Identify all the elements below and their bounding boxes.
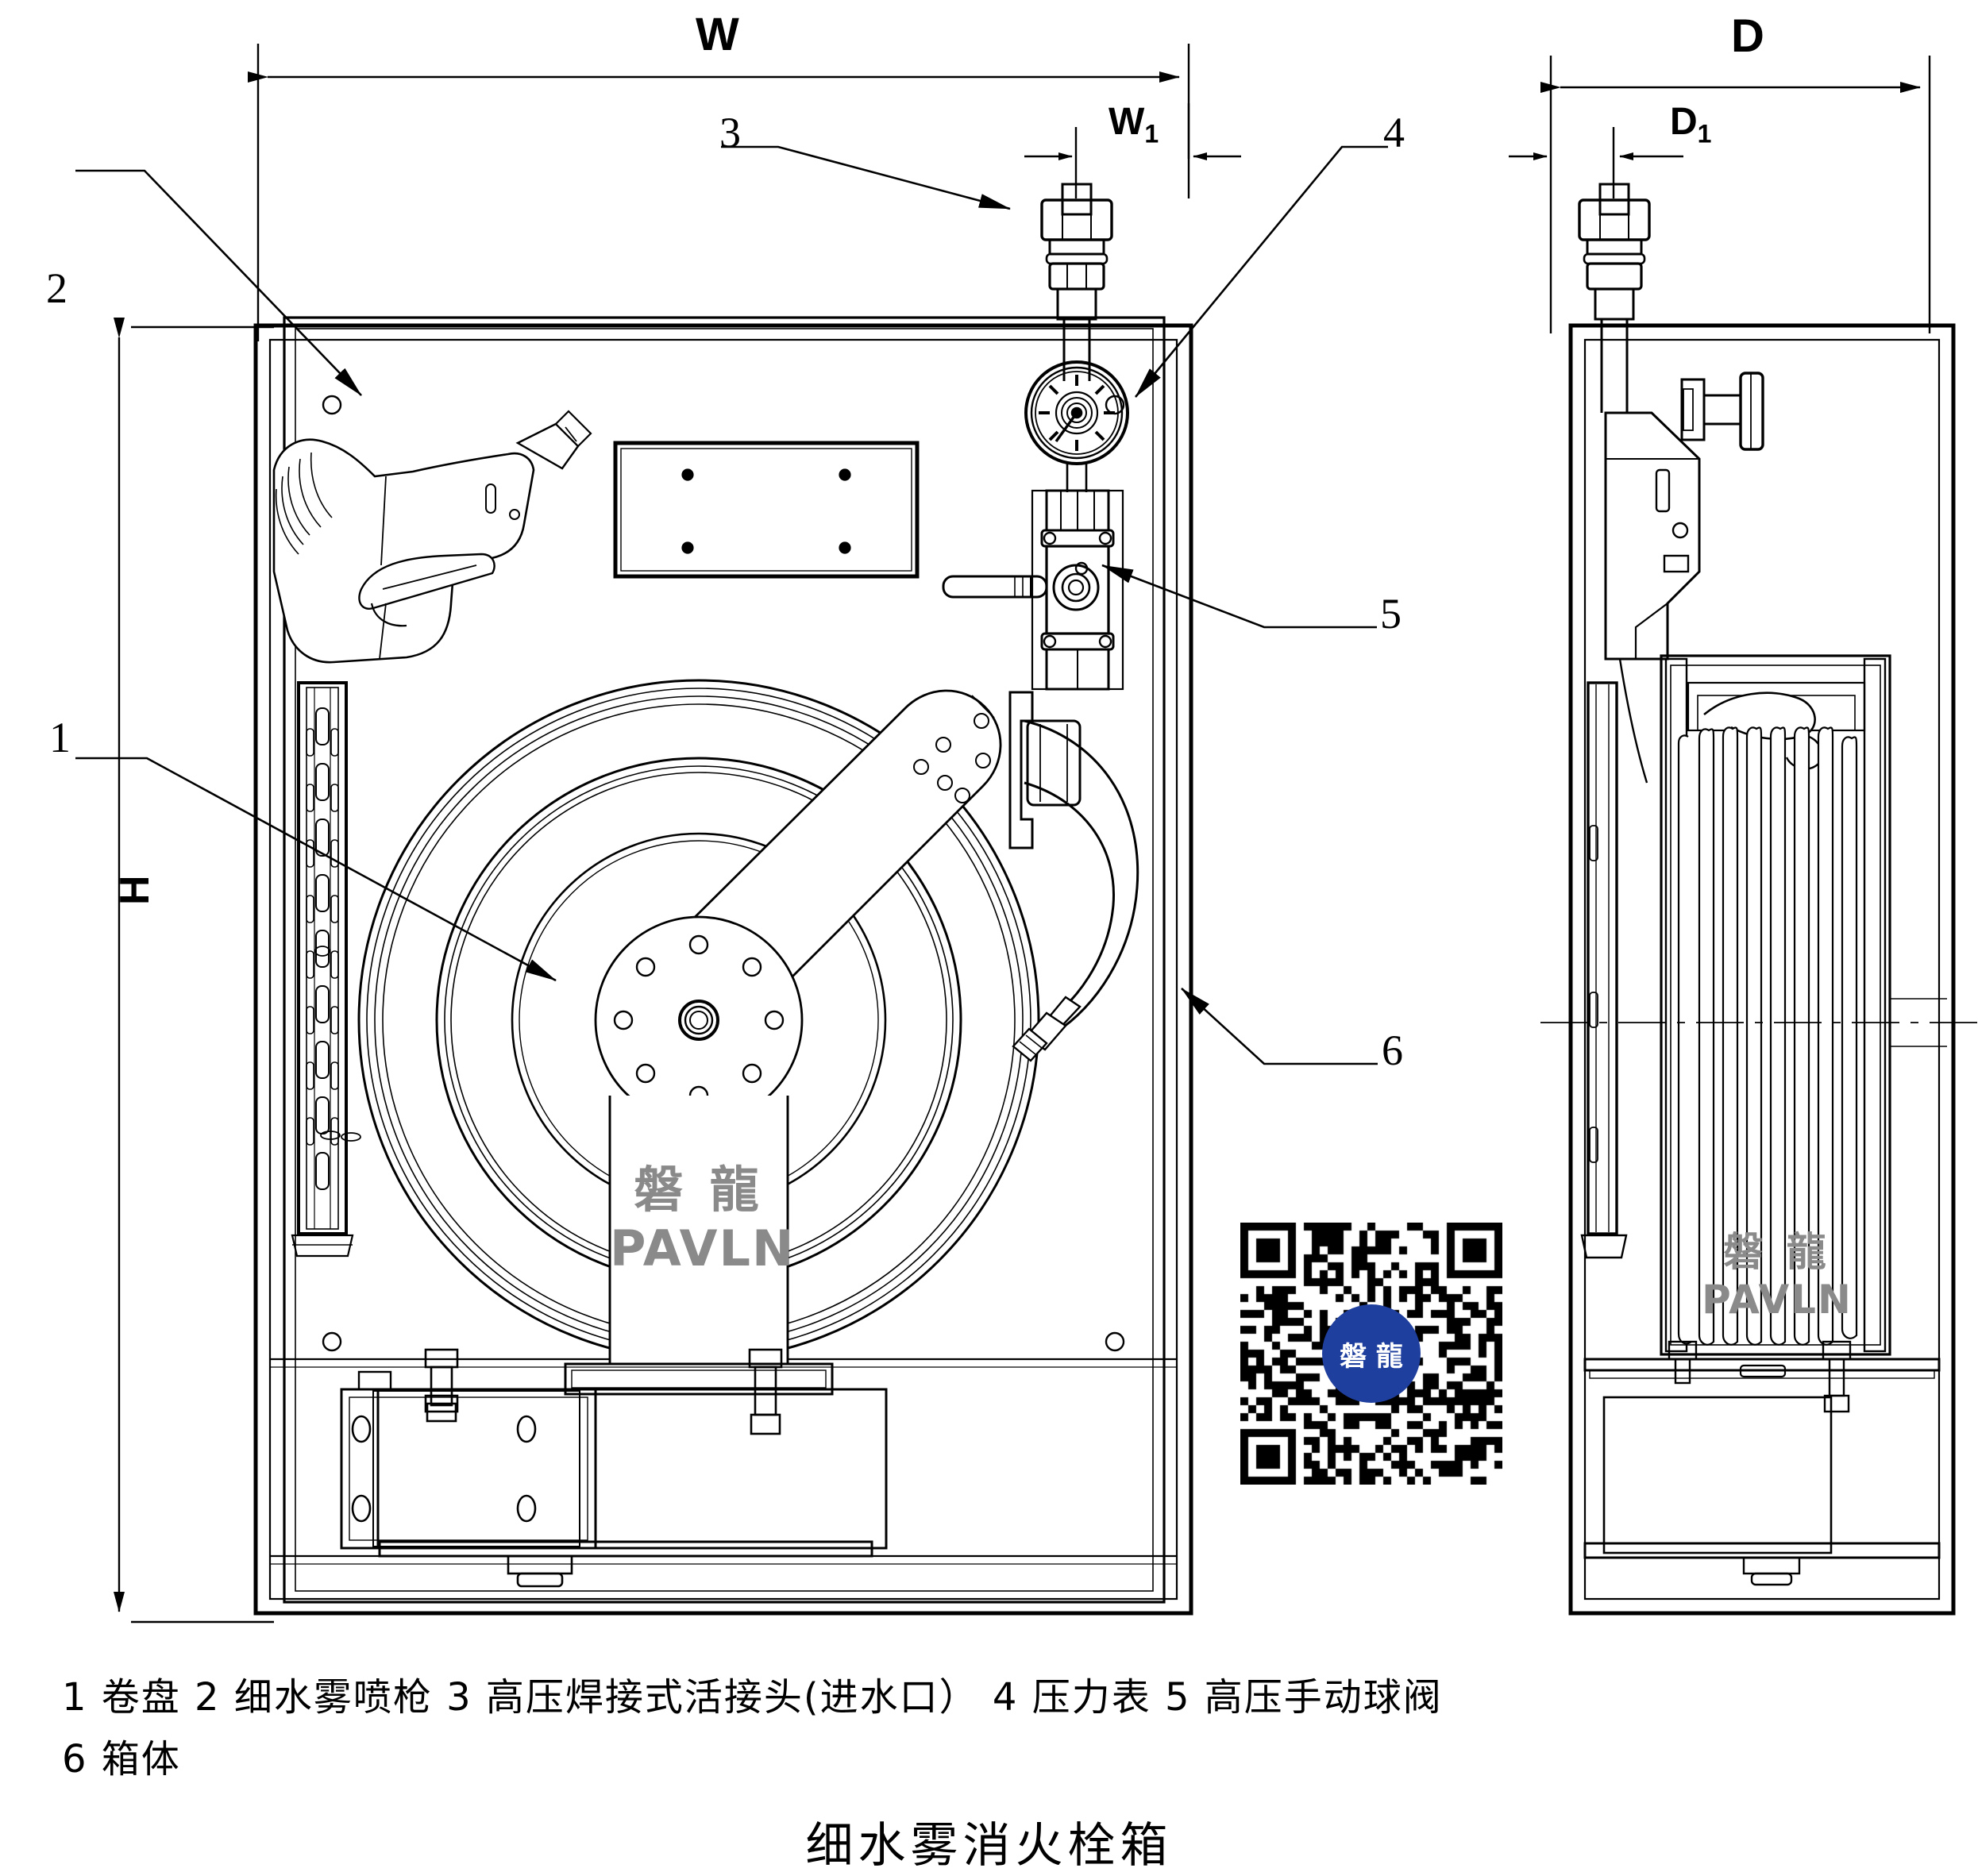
dimension-D1	[1509, 127, 1683, 198]
dimension-label-W1: W1	[1109, 101, 1159, 148]
brand-en-front: PAVLN	[610, 1219, 795, 1277]
brand-en-side: PAVLN	[1702, 1277, 1853, 1323]
callout-number-5: 5	[1380, 590, 1402, 638]
callout-number-3: 3	[719, 109, 741, 156]
front-view-cabinet	[253, 316, 1193, 1616]
side-base-bracket	[1583, 1340, 1941, 1586]
reel-leg	[564, 1096, 834, 1396]
dimension-label-H: H	[112, 875, 158, 905]
qr-logo-badge: 磐 龍	[1322, 1304, 1421, 1403]
dimension-label-D1: D1	[1670, 101, 1712, 148]
spray-gun	[272, 410, 592, 664]
legend-line-1: 1 卷盘 2 细水雾喷枪 3 高压焊接式活接头(进水口） 4 压力表 5 高压手…	[62, 1675, 1443, 1720]
dimension-label-W: W	[696, 9, 739, 60]
slotted-rail	[291, 681, 361, 1258]
nameplate	[613, 441, 920, 579]
brand-logo-side: 磐 龍 PAVLN	[1690, 1232, 1864, 1319]
callout-number-1: 1	[49, 714, 71, 761]
qr-code[interactable]: 磐 龍	[1240, 1223, 1502, 1485]
callout-number-2: 2	[46, 264, 67, 312]
swivel-hose-outlet	[1008, 691, 1139, 1062]
pressure-gauge	[1024, 360, 1129, 492]
brand-cn-side: 磐 龍	[1723, 1229, 1831, 1275]
side-valve-block	[1604, 411, 1701, 784]
callout-number-4: 4	[1383, 109, 1405, 156]
side-view-cabinet	[1568, 127, 1956, 1616]
dimension-H	[114, 318, 274, 1624]
inlet-union-fitting	[1040, 127, 1113, 381]
dimension-label-D: D	[1731, 10, 1764, 62]
side-reel-coils	[1540, 654, 1978, 1356]
side-rail	[1580, 681, 1628, 1259]
brand-logo-front: 磐 龍 PAVLN	[610, 1161, 795, 1277]
base-bracket-front	[340, 1348, 888, 1588]
reel-hub	[594, 915, 804, 1125]
drawing-title: 细水雾消火栓箱	[805, 1818, 1173, 1874]
side-pressure-gauge	[1680, 372, 1764, 451]
dimension-D	[1540, 56, 1931, 333]
dimension-W	[248, 44, 1190, 341]
ball-valve	[942, 489, 1124, 691]
leader-lines	[75, 145, 1388, 1065]
legend-line-2: 6 箱体	[62, 1737, 181, 1782]
brand-cn-front: 磐 龍	[634, 1161, 764, 1219]
callout-number-6: 6	[1382, 1027, 1403, 1074]
